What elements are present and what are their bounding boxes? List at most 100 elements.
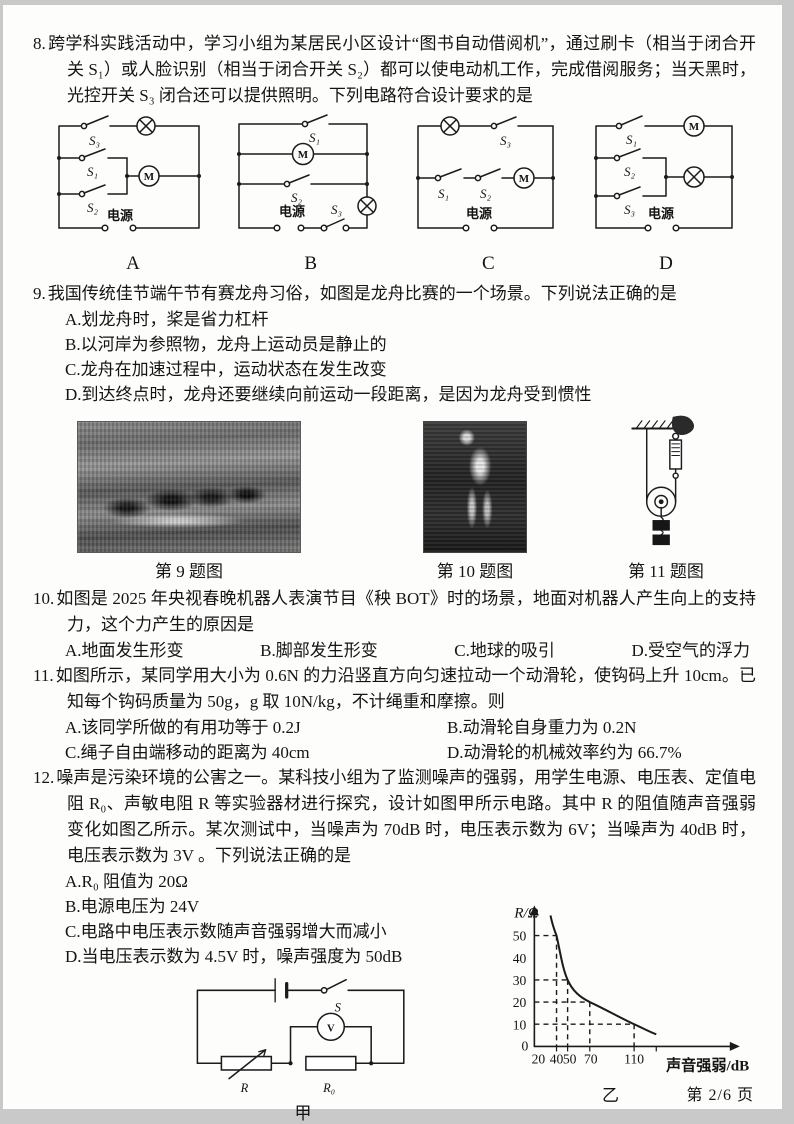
svg-text:S₂: S₂	[480, 186, 492, 201]
battery-icon	[274, 978, 289, 1003]
q9-option-d: D.到达终点时，龙舟还要继续向前运动一段距离，是因为龙舟受到惯性	[65, 385, 592, 404]
chart-caption-row: 乙 第 2/6 页	[484, 1081, 756, 1106]
lamp-icon	[683, 166, 705, 188]
figure-q9: 第 9 题图	[77, 421, 301, 582]
switch-s3-icon	[613, 186, 641, 200]
svg-text:S₂: S₂	[87, 200, 99, 215]
switch-s3-icon	[490, 116, 518, 130]
q12-number: 12.	[33, 768, 55, 787]
svg-text:S₁: S₁	[626, 132, 637, 147]
q12-right-column: 50 40 30 20 10 0 20 40 50 70 110 R/Ω 声音强…	[484, 895, 756, 1106]
robot-photo	[423, 421, 527, 553]
question-10: 10.如图是 2025 年央视春晚机器人表演节目《秧 BOT》时的场景，地面对机…	[33, 586, 756, 663]
svg-text:20: 20	[513, 995, 527, 1010]
svg-text:30: 30	[513, 973, 527, 988]
switch-s-icon	[320, 978, 347, 994]
dragon-boat-photo	[77, 421, 301, 553]
svg-text:S₂: S₂	[624, 164, 636, 179]
figure-q9-caption: 第 9 题图	[155, 562, 223, 581]
pulley-diagram	[631, 415, 695, 546]
q11-options: A.该同学所做的有用功等于 0.2J B.动滑轮自身重力为 0.2N C.绳子自…	[65, 715, 756, 765]
figure-q11-caption: 第 11 题图	[628, 562, 704, 581]
figure-q11: 第 11 题图	[613, 415, 719, 582]
x-axis-arrow	[729, 1041, 740, 1051]
lamp-icon	[440, 116, 461, 136]
svg-text:20: 20	[532, 1052, 546, 1067]
q12-option-c: C.电路中电压表示数随声音强弱增大而减小	[65, 922, 387, 941]
svg-text:S₁: S₁	[309, 130, 320, 145]
lamp-icon	[136, 116, 156, 136]
svg-text:S: S	[335, 1000, 342, 1014]
x-axis-label: 声音强弱/dB	[665, 1057, 749, 1075]
battery-icon	[273, 224, 305, 232]
svg-text:50: 50	[513, 929, 527, 944]
circuit-option-d: M S₁ S₂ S₃ 电源 D	[580, 112, 752, 275]
power-label: 电源	[466, 206, 492, 221]
svg-text:50: 50	[563, 1052, 577, 1067]
circuit-c-label: C	[481, 253, 495, 274]
hand-icon	[671, 415, 695, 436]
switch-s2-icon	[283, 174, 310, 188]
circuit-a-diagram: M S₃ S₁ S₂ 电源	[57, 115, 201, 232]
circuit-b-diagram: M S₁ S₂ S₃ 电源	[236, 114, 377, 232]
question-9: 9.我国传统佳节端午节有赛龙舟习俗，如图是龙舟比赛的一个场景。下列说法正确的是 …	[33, 281, 756, 407]
q9-number: 9.	[33, 284, 46, 303]
svg-text:M: M	[144, 171, 155, 183]
hook	[660, 506, 664, 523]
lamp-icon	[356, 196, 377, 216]
resistance-chart: 50 40 30 20 10 0 20 40 50 70 110 R/Ω 声音强…	[513, 905, 749, 1075]
q12-stem-text: 噪声是污染环境的公害之一。某科技小组为了监测噪声的强弱，用学生电源、电压表、定值…	[56, 768, 756, 865]
figure-jia-caption: 甲	[294, 1104, 312, 1123]
svg-text:0: 0	[522, 1038, 529, 1053]
switch-s2-icon	[474, 168, 502, 182]
circuit-option-a: M S₃ S₁ S₂ 电源 A	[47, 112, 219, 275]
exam-page: 8.跨学科实践活动中，学习小组为某居民小区设计“图书自动借阅机”，通过刷卡（相当…	[3, 5, 782, 1123]
guide-lines	[534, 934, 635, 1047]
svg-text:70: 70	[584, 1052, 598, 1067]
ceiling-icon	[631, 420, 676, 430]
q12-stem: 12.噪声是污染环境的公害之一。某科技小组为了监测噪声的强弱，用学生电源、电压表…	[33, 765, 756, 869]
q10-stem-text: 如图是 2025 年央视春晚机器人表演节目《秧 BOT》时的场景，地面对机器人产…	[56, 589, 756, 634]
svg-text:R: R	[240, 1081, 249, 1095]
circuit-d-label: D	[659, 253, 673, 274]
svg-text:40: 40	[550, 1052, 564, 1067]
y-axis-arrow	[529, 905, 539, 916]
motor-icon: M	[291, 142, 314, 166]
switch-s3-icon	[320, 218, 350, 232]
q8-number: 8.	[33, 34, 46, 53]
resistance-curve	[549, 915, 657, 1036]
q10-option-a: A.地面发生形变	[65, 641, 184, 660]
svg-text:40: 40	[513, 951, 527, 966]
battery-icon	[101, 224, 137, 232]
q8-stem: 8.跨学科实践活动中，学习小组为某居民小区设计“图书自动借阅机”，通过刷卡（相当…	[33, 31, 756, 109]
circuit-jia-diagram: V S R R₀	[196, 978, 405, 1095]
figure-q10: 第 10 题图	[423, 421, 527, 582]
q8-stem-text: 跨学科实践活动中，学习小组为某居民小区设计“图书自动借阅机”，通过刷卡（相当于闭…	[47, 34, 756, 105]
svg-text:S₃: S₃	[331, 202, 342, 217]
q10-option-d: D.受空气的浮力	[631, 641, 750, 660]
spring-scale-icon	[669, 432, 683, 479]
circuit-c-diagram: M S₃ S₁ S₂ 电源	[416, 116, 556, 232]
q10-number: 10.	[33, 589, 55, 608]
circuit-a-label: A	[126, 253, 140, 274]
power-label: 电源	[648, 206, 674, 221]
q9-stem: 9.我国传统佳节端午节有赛龙舟习俗，如图是龙舟比赛的一个场景。下列说法正确的是	[33, 281, 756, 307]
q12-option-a: A.R₀ 阻值为 20Ω	[65, 872, 188, 891]
q9-option-b: B.以河岸为参照物，龙舟上运动员是静止的	[65, 335, 387, 354]
q11-option-b: B.动滑轮自身重力为 0.2N	[447, 718, 637, 737]
svg-text:S₃: S₃	[624, 202, 635, 217]
sound-resistor-icon	[220, 1049, 273, 1080]
q11-stem-text: 如图所示，某同学用大小为 0.6N 的力沿竖直方向匀速拉动一个动滑轮，使钩码上升…	[55, 666, 756, 711]
fixed-resistor-icon	[305, 1055, 357, 1071]
switch-s2-icon	[78, 184, 106, 198]
battery-icon	[644, 224, 680, 232]
question-8: 8.跨学科实践活动中，学习小组为某居民小区设计“图书自动借阅机”，通过刷卡（相当…	[33, 31, 756, 275]
motor-icon: M	[513, 167, 536, 189]
question-12: 12.噪声是污染环境的公害之一。某科技小组为了监测噪声的强弱，用学生电源、电压表…	[33, 765, 756, 1124]
q9-option-a: A.划龙舟时，桨是省力杠杆	[65, 310, 269, 329]
svg-text:S₃: S₃	[89, 133, 100, 148]
q9-stem-text: 我国传统佳节端午节有赛龙舟习俗，如图是龙舟比赛的一个场景。下列说法正确的是	[47, 284, 677, 303]
circuit-option-b: M S₁ S₂ S₃ 电源 B	[225, 112, 397, 275]
q11-option-c: C.绳子自由端移动的距离为 40cm	[65, 743, 310, 762]
y-axis-label: R/Ω	[513, 905, 538, 921]
